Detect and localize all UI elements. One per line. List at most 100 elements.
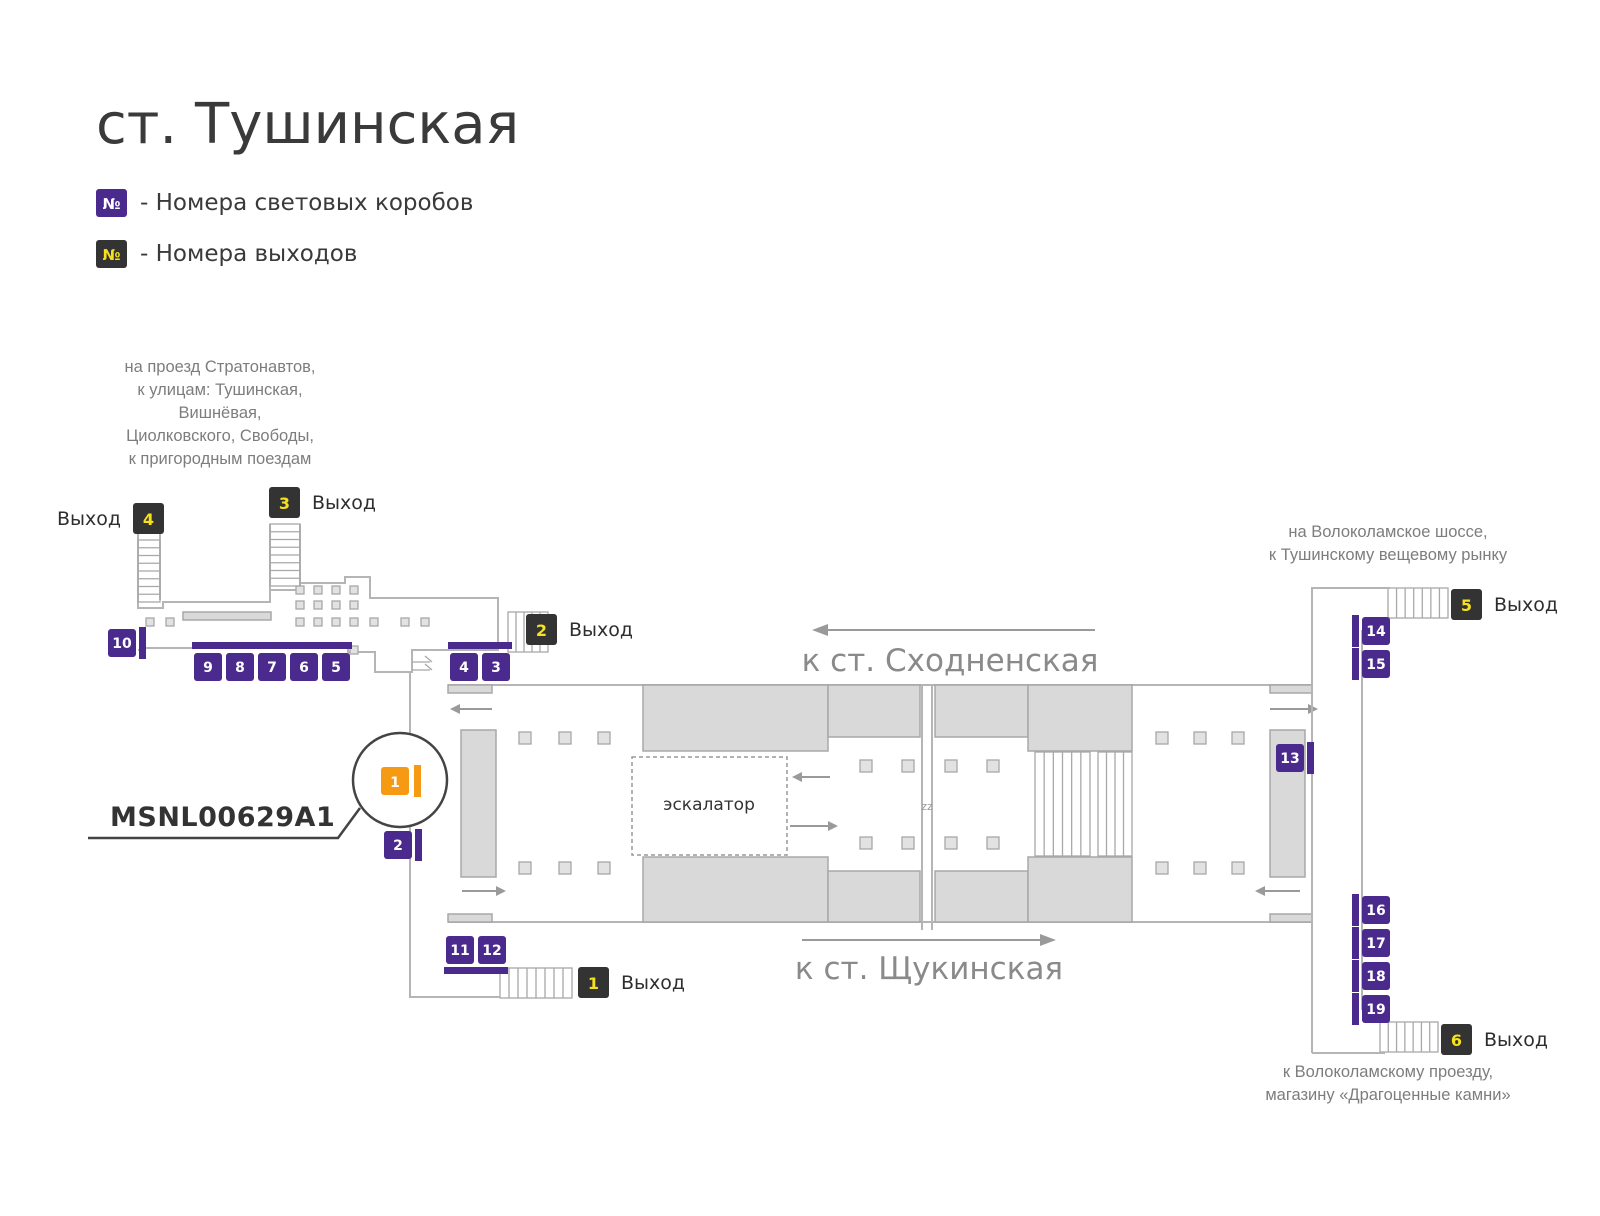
staircase [1034,751,1091,857]
direction-top: к ст. Сходненская [802,624,1098,679]
lightbox: 7 [256,642,288,681]
platform-block [934,870,1029,923]
vestibule-north-west [137,524,499,673]
exit-label: Выход [621,972,685,994]
highlight-box-bar [414,765,421,797]
lightbox-badge [1362,995,1390,1023]
column [313,585,323,595]
vestibule-nw-wall [137,528,499,673]
platform: zz эскалатор [447,684,1318,930]
lightbox-badge [1362,650,1390,678]
platform-block [642,684,829,752]
column [349,645,359,655]
exit-badge [269,487,300,518]
walk-arrowhead [496,886,506,896]
legend-lightbox-swatch [96,189,127,217]
lightbox: 4 [448,642,480,681]
exit-marker: 6 Выход [1441,1024,1548,1055]
lightbox: 16 [1352,894,1390,926]
lightbox-bar [224,642,256,649]
column [165,617,175,627]
column [145,617,155,627]
lightbox-number: 8 [235,660,245,676]
note-se-line: к Волоколамскому проезду, [1283,1063,1493,1081]
column [1155,731,1169,745]
lightbox-bar [1352,894,1359,926]
exit-number: 3 [279,494,290,513]
column [986,759,1000,773]
lightbox: 2 [384,829,422,861]
platform-left-structure [460,729,497,878]
lightbox-bar [192,642,224,649]
lightbox-number: 9 [203,660,213,676]
lightbox-bar [448,642,480,649]
lightbox-badge [1362,896,1390,924]
walk-arrowhead [828,821,838,831]
column [859,759,873,773]
column [944,759,958,773]
staircase [1097,751,1133,857]
column [400,617,410,627]
note-ne-line: на Волоколамское шоссе, [1288,523,1487,541]
platform-end-block [1269,684,1313,694]
note-nw-line: Вишнёвая, [178,404,261,422]
note-nw-line: Циолковского, Свободы, [126,427,314,445]
lightbox-bar [476,967,508,974]
turnstile-marks [412,655,433,671]
staircase [1387,587,1449,619]
legend-lightbox-text: - Номера световых коробов [140,190,473,216]
walk-arrowhead [792,772,802,782]
lightbox-bar [288,642,320,649]
direction-bottom: к ст. Щукинская [795,934,1063,987]
lightbox-badge [226,653,254,681]
column [295,585,305,595]
direction-top-arrowhead [812,624,828,636]
lightbox: 9 [192,642,224,681]
lightbox-badge [1362,617,1390,645]
lightbox-badge [258,653,286,681]
column [944,836,958,850]
exit-number: 6 [1451,1031,1462,1050]
lightbox-badge [482,653,510,681]
column [295,617,305,627]
lightbox-number: 13 [1280,751,1299,767]
platform-block [827,684,921,738]
lightbox-badge [446,936,474,964]
legend-lightbox: № - Номера световых коробов [96,189,473,217]
column [986,836,1000,850]
platform-block [642,856,829,923]
column [901,836,915,850]
column [313,600,323,610]
column [349,600,359,610]
lightbox-number: 3 [491,660,501,676]
lightbox-badge [1362,929,1390,957]
platform-block [1027,856,1133,923]
walk-arrowhead [450,704,460,714]
column [1193,861,1207,875]
column [518,861,532,875]
exit-number: 2 [536,621,547,640]
direction-bottom-label: к ст. Щукинская [795,951,1063,987]
lightbox-bar [444,967,476,974]
lightbox-number: 4 [459,660,469,676]
note-nw-line: к улицам: Тушинская, [137,381,302,399]
vestibule-nw-bench [182,611,272,621]
lightbox: 12 [476,936,508,974]
lightbox-bar [1352,960,1359,992]
exit-badge [133,503,164,534]
column [597,861,611,875]
platform-columns [518,731,1245,875]
highlight-leader [88,807,362,840]
highlight-box [381,767,409,795]
lightbox-bar [1307,742,1314,774]
column [420,617,430,627]
exit-label: Выход [1494,594,1558,616]
column [1231,731,1245,745]
column [369,617,379,627]
column [331,617,341,627]
exit-label: Выход [1484,1029,1548,1051]
lightbox: 15 [1352,648,1390,680]
